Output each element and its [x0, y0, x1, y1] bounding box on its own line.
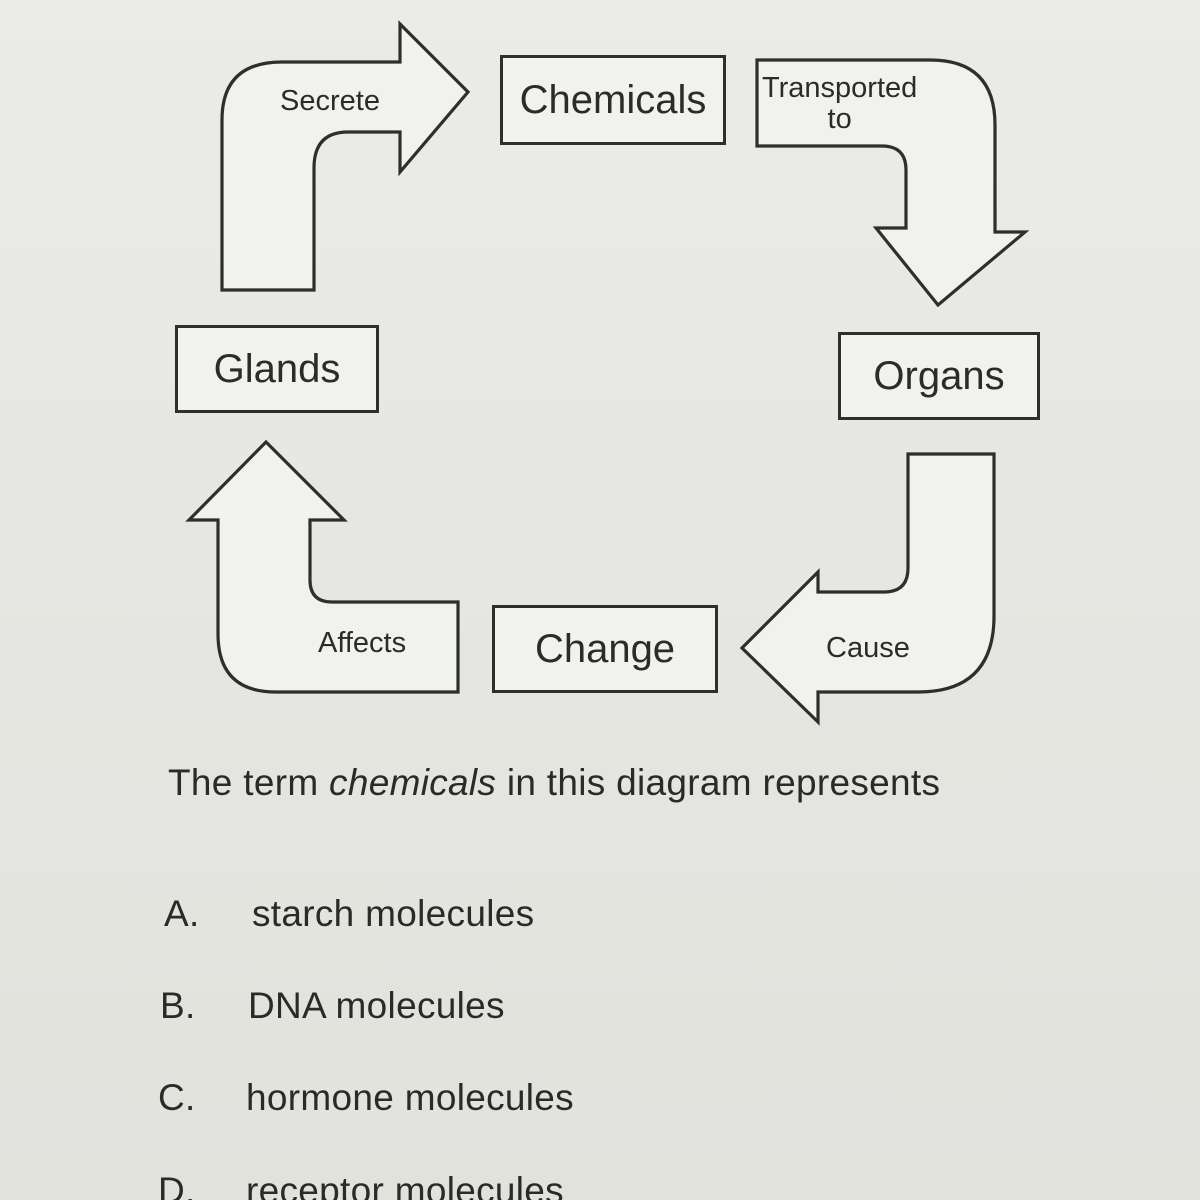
- question-before: The term: [168, 762, 330, 803]
- choice-letter: B.: [160, 985, 196, 1026]
- cause-arrow: [739, 452, 996, 726]
- cause-label: Cause: [826, 632, 910, 664]
- affects-label: Affects: [318, 627, 407, 659]
- choice-text: hormone molecules: [246, 1077, 574, 1118]
- choice-text: DNA molecules: [248, 985, 505, 1026]
- choice-c[interactable]: C. hormone molecules: [158, 1077, 574, 1119]
- choice-letter: C.: [158, 1077, 196, 1118]
- choice-text: receptor molecules: [246, 1170, 564, 1200]
- secrete-arrow: [220, 20, 471, 292]
- diagram-arrows: [185, 20, 1030, 726]
- organs-box: Organs: [838, 332, 1040, 420]
- transported-label: Transported to: [762, 73, 917, 135]
- change-box: Change: [492, 605, 718, 693]
- choice-a[interactable]: A. starch molecules: [164, 893, 534, 935]
- affects-arrow: [185, 439, 460, 694]
- transported-label-line1: Transported: [762, 72, 918, 104]
- secrete-label: Secrete: [280, 85, 380, 117]
- choice-d[interactable]: D. receptor molecules: [158, 1170, 564, 1200]
- question-after: in this diagram represents: [496, 762, 941, 803]
- transported-arrow: [755, 58, 1030, 308]
- cycle-diagram: Chemicals Glands Organs Change Secrete T…: [175, 20, 1040, 726]
- choice-letter: D.: [158, 1170, 196, 1200]
- choice-text: starch molecules: [252, 893, 535, 934]
- question-text: The term chemicals in this diagram repre…: [168, 762, 940, 804]
- question-term: chemicals: [329, 762, 497, 803]
- transported-label-line2: to: [827, 103, 852, 135]
- choice-letter: A.: [164, 893, 200, 934]
- chemicals-box: Chemicals: [500, 55, 726, 145]
- choice-b[interactable]: B. DNA molecules: [160, 985, 505, 1027]
- glands-box: Glands: [175, 325, 379, 413]
